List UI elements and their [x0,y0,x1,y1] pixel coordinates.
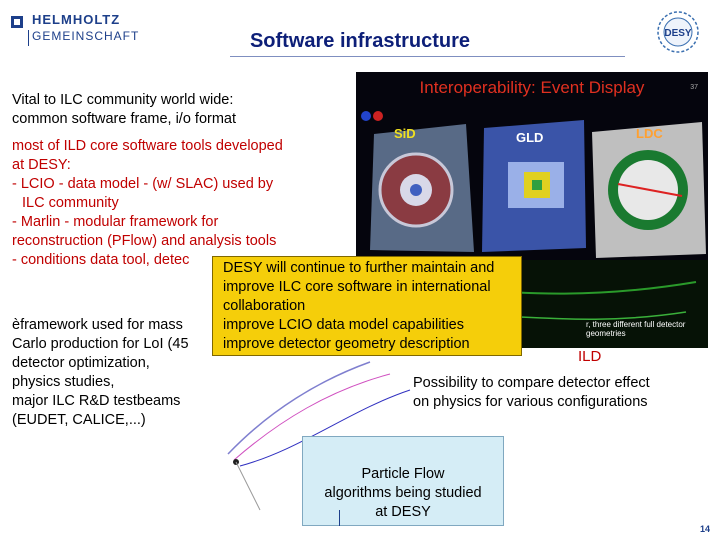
desy-commitment-callout: DESY will continue to further maintain a… [212,256,522,356]
helmholtz-logo: HELMHOLTZ GEMEINSCHAFT [0,0,138,52]
callout-line-5: improve detector geometry description [223,336,470,352]
pflow-line-3: at DESY [375,504,431,520]
core-tools-line-2: at DESY: [12,157,71,173]
desy-logo-icon: DESY [657,11,699,53]
pflow-line-1: Particle Flow [361,466,445,482]
desy-logo-text: DESY [664,28,692,39]
ild-label: ILD [578,348,602,365]
lcio-description: - data model - (w/ SLAC) used by [54,176,274,192]
framework-line-6: (EUDET, CALICE,...) [12,412,146,428]
ild-note-line-1: Possibility to compare detector effect [413,375,650,391]
intro-line-2: common software frame, i/o format [12,111,237,127]
helmholtz-mark-icon [11,16,23,28]
event-display-caption: r, three different full detector geometr… [586,320,686,338]
marlin-label: Marlin [20,214,61,230]
framework-line-1: èframework used for mass [12,317,183,333]
lcio-label: LCIO [20,176,55,192]
core-tools-line-7: - conditions data tool, detec [12,252,190,268]
ild-note-line-2: on physics for various configurations [413,394,648,410]
core-tools-line-3: - LCIO - data model - (w/ SLAC) used by [12,175,273,194]
framework-line-3: detector optimization, [12,355,150,371]
intro-line-1: Vital to ILC community world wide: [12,92,234,108]
slide-title: Software infrastructure [249,30,471,52]
framework-line-2: Carlo production for LoI (45 [12,336,189,352]
footer-tick [339,510,340,526]
particle-flow-box: Particle Flow algorithms being studied a… [302,436,504,526]
framework-line-5: major ILC R&D testbeams [12,393,181,409]
particle-track-graphic [227,361,411,511]
lcio-bullet: - [12,176,21,192]
gld-label: GLD [516,130,544,145]
callout-line-1: DESY will continue to further maintain a… [223,260,495,276]
core-tools-line-6: reconstruction (PFlow) and analysis tool… [12,233,277,249]
org-name-line1: HELMHOLTZ [32,12,121,27]
sid-label: SiD [394,126,416,141]
page-number: 14 [700,524,711,534]
event-display-title: Interoperability: Event Display [419,78,645,97]
core-tools-line-1: most of ILD core software tools develope… [12,138,283,154]
framework-line-4: physics studies, [12,374,115,390]
org-name-line2: GEMEINSCHAFT [32,29,140,43]
callout-line-3: collaboration [223,298,306,314]
event-display-page: 37 [690,84,698,91]
callout-line-4: improve LCIO data model capabilities [223,317,464,333]
title-rule [230,56,625,57]
logo-separator [28,30,29,46]
callout-line-2: improve ILC core software in internation… [223,279,491,295]
pflow-line-2: algorithms being studied [324,485,482,501]
ldc-label: LDC [636,126,663,141]
marlin-bullet: - [12,214,21,230]
core-tools-line-4: ILC community [22,195,119,211]
marlin-description: - modular framework for [60,214,219,230]
core-tools-line-5: - Marlin - modular framework for [12,213,218,232]
